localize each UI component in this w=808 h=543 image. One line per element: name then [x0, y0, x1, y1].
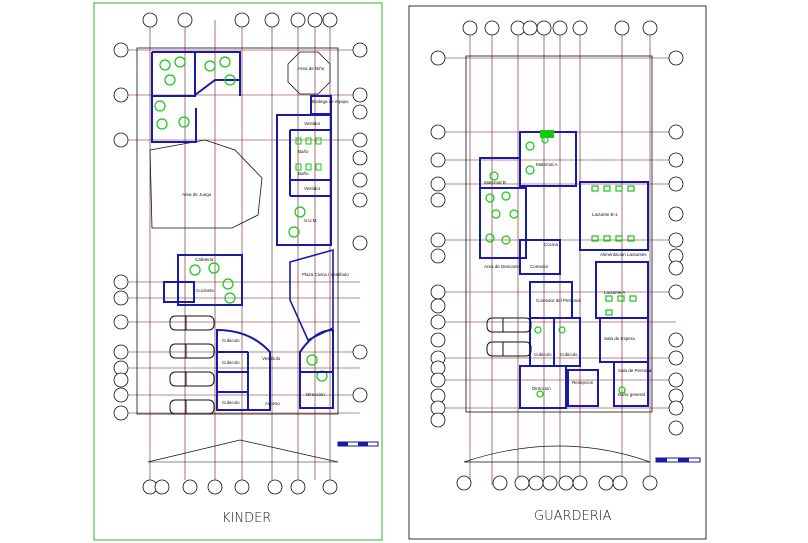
guarderia-axis-grid — [438, 28, 676, 485]
kinder-label-direccion: Direccion — [306, 392, 325, 397]
kinder-label-vestibulo: Vestibulo — [262, 356, 281, 361]
guarderia-label-bano-general: Baño general — [618, 392, 645, 397]
guarderia-label-cubiculo2: Cubiculo — [560, 352, 578, 357]
kinder-frame — [93, 2, 383, 541]
kinder-label-cocineta: Cocineta — [196, 288, 214, 293]
guarderia-sheet-title: GUARDERIA — [534, 509, 612, 524]
kinder-label-cafeteria: Cafeteria — [195, 257, 214, 262]
kinder-label-bano2: Baño — [298, 171, 309, 176]
kinder-lower-rooms — [163, 254, 334, 411]
kinder-axis-bubbles-side — [113, 42, 368, 421]
kinder-axis-bubbles-top — [142, 12, 338, 28]
kinder-axis-bubbles-bottom — [142, 479, 338, 495]
kinder-furniture — [154, 56, 328, 382]
guarderia-label-area-descanso: Area de Descanso — [484, 264, 522, 269]
guarderia-scale-bar — [655, 457, 701, 463]
kinder-parking-cars — [169, 315, 215, 415]
guarderia-rooms — [479, 131, 649, 409]
guarderia-frame — [408, 5, 707, 540]
guarderia-label-lactante-b: Lactante B-1 — [592, 212, 618, 217]
guarderia-label-maternal-b: Maternal B — [484, 180, 506, 185]
guarderia-label-comedor: Comedor — [530, 264, 549, 269]
kinder-scale-bar — [337, 441, 379, 447]
kinder-roof-profile — [147, 439, 339, 463]
guarderia-axis-bubbles-top — [462, 20, 658, 36]
kinder-label-area-nino: Area de Niño — [298, 66, 325, 71]
guarderia-furniture — [485, 136, 637, 398]
guarderia-label-alimentacion: Alimentacion Lactantes — [600, 252, 647, 257]
kinder-label-plaza: Plaza Civica / Vestibulo — [302, 272, 349, 277]
kinder-label-acceso: Acceso — [265, 401, 280, 406]
kinder-site-boundary — [136, 47, 339, 415]
guarderia-label-recepcion: Recepcion — [572, 380, 594, 385]
guarderia-label-direccion: Direccion — [532, 386, 551, 391]
kinder-label-area-juego: Area de Juego — [182, 192, 212, 197]
guarderia-roof-profile — [463, 445, 651, 463]
kinder-label-vestidor2: Vestidor — [304, 186, 321, 191]
kinder-toilets — [295, 137, 322, 171]
guarderia-label-cubiculo1: Cubiculo — [534, 352, 552, 357]
kinder-classrooms — [151, 51, 241, 143]
guarderia-axis-bubbles-bottom — [456, 475, 658, 491]
kinder-label-vestidor1: Vestidor — [304, 121, 321, 126]
kinder-octagon-room — [287, 51, 331, 95]
kinder-sheet: Area de Niño Bodega de equipo Vestidor B… — [93, 2, 383, 541]
kinder-plaza-civica — [289, 248, 334, 342]
guarderia-green-block — [540, 130, 554, 138]
kinder-label-bodega: Bodega de equipo — [312, 99, 349, 104]
guarderia-site-boundary — [465, 55, 653, 413]
guarderia-axis-bubbles-side — [430, 50, 684, 436]
guarderia-label-sala-personal: Sala de Personal — [618, 368, 652, 373]
kinder-right-rooms — [276, 95, 332, 246]
kinder-label-cubiculo2: Cubiculo — [222, 360, 240, 365]
kinder-label-bano1: Baño — [298, 149, 309, 154]
guarderia-label-comedor-personal: Comedor del Personal — [536, 298, 581, 303]
kinder-label-cubiculo1: Cubiculo — [222, 338, 240, 343]
guarderia-label-cocina: Cocina — [544, 242, 559, 247]
kinder-label-sum: S.U.M — [304, 218, 317, 223]
kinder-label-cubiculo3: Cubiculo — [222, 400, 240, 405]
guarderia-label-sala-espera: Sala de Espera — [604, 336, 635, 341]
guarderia-label-lactante-a: Lactante A — [604, 290, 625, 295]
guarderia-parking-cars — [486, 317, 532, 357]
guarderia-sheet: Maternal A Maternal B Lactante B-1 Area … — [408, 5, 707, 540]
kinder-sheet-title: KINDER — [222, 511, 271, 526]
kinder-play-area — [149, 139, 263, 229]
guarderia-label-maternal-a: Maternal A — [536, 162, 558, 167]
